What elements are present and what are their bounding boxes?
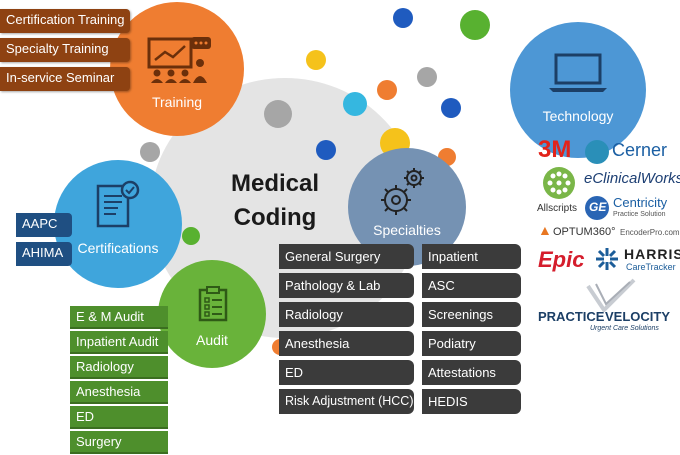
logo-encoderpro: EncoderPro.com [620, 228, 680, 237]
tag-ed-audit[interactable]: ED [70, 406, 168, 429]
ge-logo-mark: GE [589, 200, 607, 214]
cerner-logo-icon [585, 140, 609, 164]
dot-blue [393, 8, 413, 28]
logo-practice: PRACTICE [538, 309, 605, 324]
tag-ed[interactable]: ED [279, 360, 414, 385]
tag-certification-training[interactable]: Certification Training [0, 9, 130, 33]
tag-screenings[interactable]: Screenings [422, 302, 521, 327]
logo-velocity: VELOCITY [605, 309, 671, 324]
logo-velocity-sub: Urgent Care Solutions [590, 325, 659, 332]
tag-radiology-audit[interactable]: Radiology [70, 356, 168, 379]
tag-asc[interactable]: ASC [422, 273, 521, 298]
checklist-icon [198, 286, 228, 322]
practice-velocity-swoosh-icon [586, 278, 636, 312]
audit-label: Audit [196, 332, 228, 348]
logo-cerner: Cerner [612, 140, 668, 160]
dot-orange [377, 80, 397, 100]
dot-yellow [306, 50, 326, 70]
logo-epic: Epic [538, 247, 585, 272]
tag-aapc[interactable]: AAPC [16, 213, 72, 237]
specialties-label: Specialties [373, 222, 441, 238]
logo-allscripts: Allscripts [537, 203, 578, 214]
center-title-line1: Medical [230, 170, 320, 197]
allscripts-logo-icon [543, 167, 575, 199]
tag-risk-adjustment[interactable]: Risk Adjustment (HCC) [279, 389, 414, 414]
tag-em-audit[interactable]: E & M Audit [70, 306, 168, 329]
logo-harris: HARRIS [624, 246, 680, 262]
certifications-circle[interactable] [54, 160, 182, 288]
tag-hedis[interactable]: HEDIS [422, 389, 521, 414]
presentation-icon [147, 37, 211, 83]
tag-anesthesia-audit[interactable]: Anesthesia [70, 381, 168, 404]
optum-logo-icon: ▲ [538, 222, 552, 238]
training-label: Training [151, 94, 203, 110]
laptop-icon [549, 53, 607, 92]
training-circle[interactable] [110, 2, 244, 136]
logo-optum: OPTUM360° [553, 226, 616, 238]
dot-blue [316, 140, 336, 160]
tag-general-surgery[interactable]: General Surgery [279, 244, 414, 269]
tag-inservice-seminar[interactable]: In-service Seminar [0, 67, 130, 91]
dot-cyan [343, 92, 367, 116]
tag-radiology[interactable]: Radiology [279, 302, 414, 327]
logo-3m: 3M [538, 136, 572, 163]
center-title-line2: Coding [233, 204, 317, 231]
tag-pathology-lab[interactable]: Pathology & Lab [279, 273, 414, 298]
certifications-label: Certifications [77, 240, 159, 256]
technology-label: Technology [542, 108, 614, 124]
tag-podiatry[interactable]: Podiatry [422, 331, 521, 356]
dot-gray [264, 100, 292, 128]
dot-gray [417, 67, 437, 87]
logo-eclinicalworks: eClinicalWorks [584, 170, 680, 187]
tag-ahima[interactable]: AHIMA [16, 242, 72, 266]
logo-harris-sub: CareTracker [626, 262, 676, 272]
dot-green [182, 227, 200, 245]
tag-attestations[interactable]: Attestations [422, 360, 521, 385]
ge-logo-icon [585, 196, 609, 220]
gears-icon [381, 168, 424, 215]
harris-logo-icon [596, 248, 618, 270]
tag-inpatient-audit[interactable]: Inpatient Audit [70, 331, 168, 354]
logo-centricity: Centricity [613, 195, 668, 210]
dot-blue [441, 98, 461, 118]
tag-specialty-training[interactable]: Specialty Training [0, 38, 130, 62]
tag-surgery-audit[interactable]: Surgery [70, 431, 168, 454]
tag-inpatient[interactable]: Inpatient [422, 244, 521, 269]
logo-centricity-sub: Practice Solution [613, 211, 666, 218]
dot-green [460, 10, 490, 40]
dot-gray [140, 142, 160, 162]
tag-anesthesia[interactable]: Anesthesia [279, 331, 414, 356]
certificate-icon [96, 180, 140, 228]
